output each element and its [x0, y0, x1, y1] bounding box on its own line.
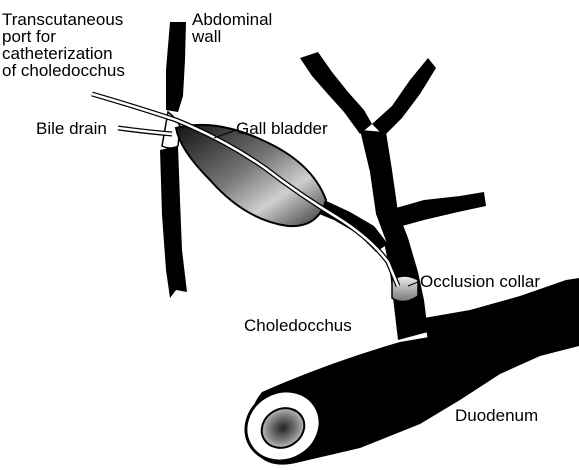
label-abdominal-wall: Abdominal wall [192, 11, 272, 45]
abdominal-wall-lower [160, 146, 187, 298]
label-port-line-4: of choledocchus [2, 62, 125, 79]
side-branch-duct [396, 192, 486, 226]
label-duodenum: Duodenum [455, 407, 538, 424]
right-hepatic-duct [372, 58, 436, 136]
label-bile-drain: Bile drain [36, 120, 107, 137]
label-port-line-1: Transcutaneous [2, 11, 125, 28]
label-gall-bladder: Gall bladder [236, 120, 328, 137]
label-port-line-3: catheterization [2, 45, 125, 62]
label-choledocchus: Choledocchus [244, 317, 352, 334]
label-abdominal-line-2: wall [192, 28, 272, 45]
label-port-line-2: port for [2, 28, 125, 45]
label-occlusion-collar: Occlusion collar [420, 273, 540, 290]
gall-bladder [176, 125, 326, 226]
label-transcutaneous-port: Transcutaneous port for catheterization … [2, 11, 125, 79]
label-abdominal-line-1: Abdominal [192, 11, 272, 28]
abdominal-wall-upper [166, 22, 186, 112]
